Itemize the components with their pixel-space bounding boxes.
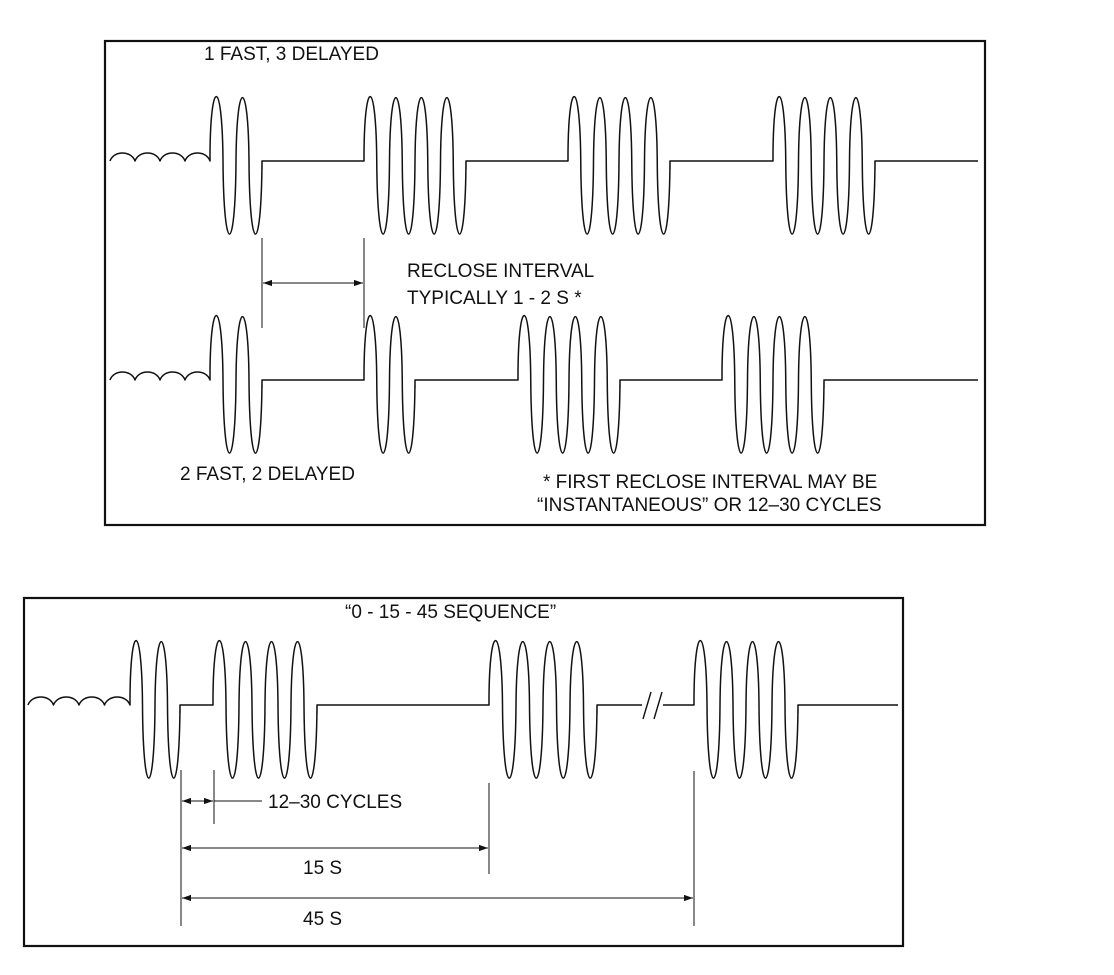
waveform-0-15-45-sequence [27, 639, 898, 779]
waveform-1-fast-3-delayed [109, 95, 978, 235]
sequence-title: “0 - 15 - 45 SEQUENCE” [345, 602, 556, 623]
break-mark-1 [642, 691, 652, 720]
label-1-fast-3-delayed: 1 FAST, 3 DELAYED [204, 44, 379, 65]
footnote-line-1: * FIRST RECLOSE INTERVAL MAY BE [543, 472, 877, 493]
top-panel-frame [103, 39, 987, 527]
label-2-fast-2-delayed: 2 FAST, 2 DELAYED [180, 464, 355, 485]
dim-label-45s: 45 S [303, 909, 342, 930]
reclose-interval-label: RECLOSE INTERVAL [407, 261, 594, 282]
break-mark-2 [653, 691, 663, 720]
footnote-line-2: “INSTANTANEOUS” OR 12–30 CYCLES [537, 495, 882, 516]
reclose-interval-typical: TYPICALLY 1 - 2 S * [407, 288, 582, 309]
dim-label-12-30-cycles: 12–30 CYCLES [268, 792, 402, 813]
dim-label-15s: 15 S [303, 858, 342, 879]
waveform-2-fast-2-delayed [109, 314, 978, 454]
bottom-panel-frame [22, 596, 905, 948]
